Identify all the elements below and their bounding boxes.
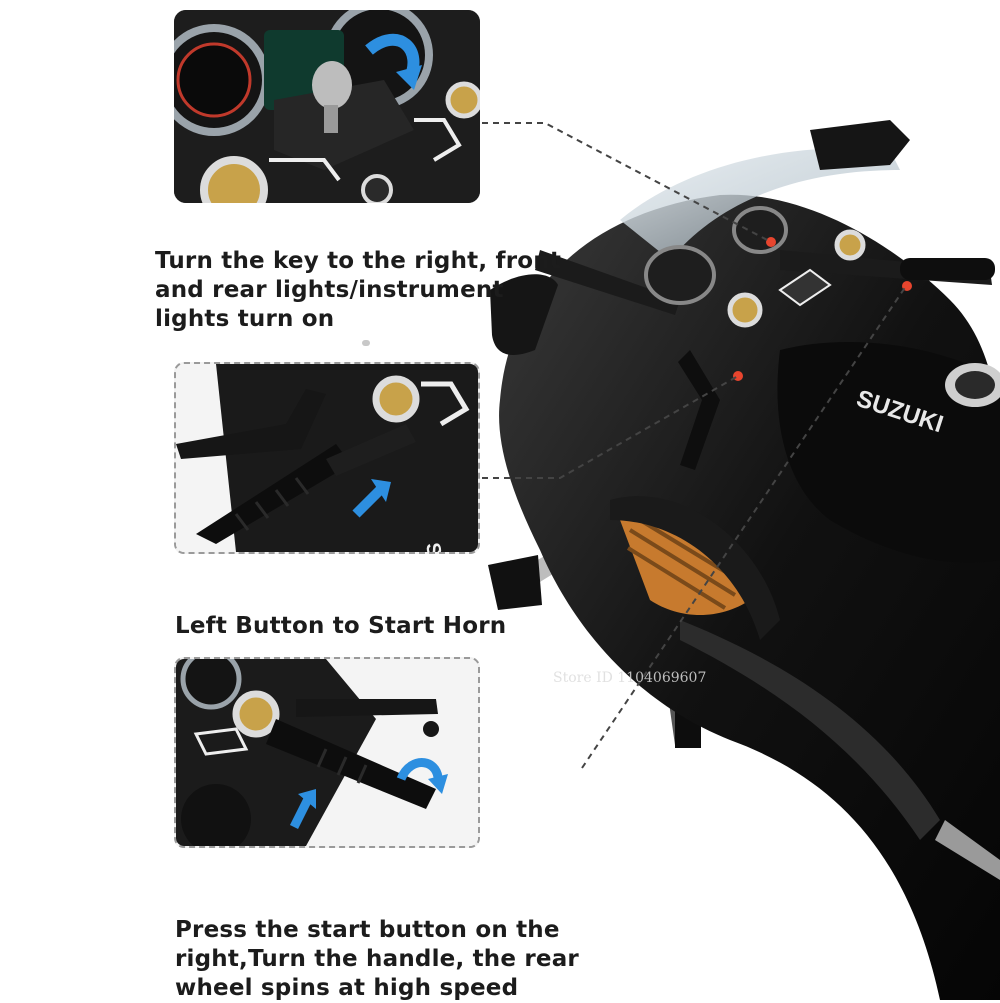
rotate-arrow-icon	[365, 33, 422, 90]
rotate-arrow-icon	[396, 758, 448, 794]
store-watermark: Store ID 1104069607	[553, 670, 707, 686]
decorative-dot	[362, 340, 370, 346]
inset-horn-button: S	[174, 362, 480, 554]
key-icon	[312, 61, 352, 133]
caption-key: Turn the key to the right, front and rea…	[155, 248, 562, 332]
up-arrow-icon	[352, 479, 391, 518]
motorcycle-image: SUZUKI	[480, 100, 1000, 1000]
caption-horn: Left Button to Start Horn	[175, 613, 507, 639]
inset-key-ignition	[174, 10, 480, 203]
caption-start: Press the start button on the right,Turn…	[175, 917, 579, 1001]
inset-start-button	[174, 657, 480, 848]
svg-text:S: S	[421, 541, 445, 552]
up-arrow-icon	[289, 789, 316, 830]
